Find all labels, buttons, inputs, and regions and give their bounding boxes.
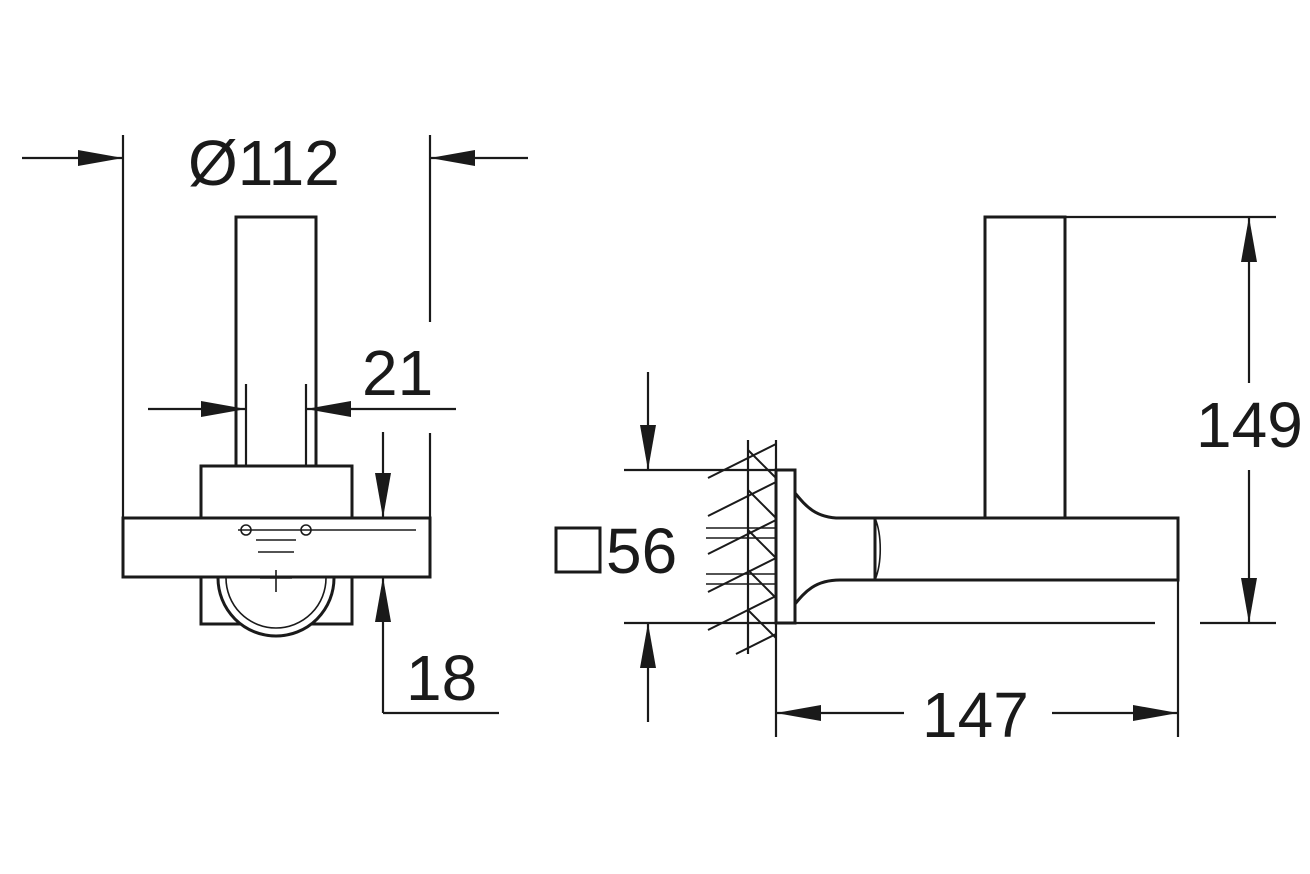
square-plate-dimension: 56	[554, 372, 1155, 722]
holder-arm-front	[121, 516, 432, 579]
square-plate-label: 56	[606, 515, 677, 587]
plate-depth-dimension: 18	[375, 432, 499, 715]
diameter-dimension: Ø112	[22, 127, 528, 518]
bar-width-label: 21	[362, 337, 433, 409]
front-view: Ø112 21	[22, 127, 528, 715]
projection-dimension: 147	[774, 580, 1180, 751]
diameter-label: Ø112	[188, 127, 340, 199]
holder-bar-side	[983, 215, 1067, 520]
bar-width-dimension: 21	[148, 337, 456, 530]
side-view: 56	[554, 215, 1303, 751]
holder-neck	[793, 488, 877, 609]
height-label: 149	[1196, 389, 1303, 461]
square-symbol	[554, 526, 602, 574]
holder-arm-side	[873, 516, 1180, 582]
plate-depth-label: 18	[406, 642, 477, 714]
projection-label: 147	[922, 679, 1029, 751]
wall-plate-side	[774, 468, 797, 625]
height-dimension: 149	[1065, 215, 1303, 625]
